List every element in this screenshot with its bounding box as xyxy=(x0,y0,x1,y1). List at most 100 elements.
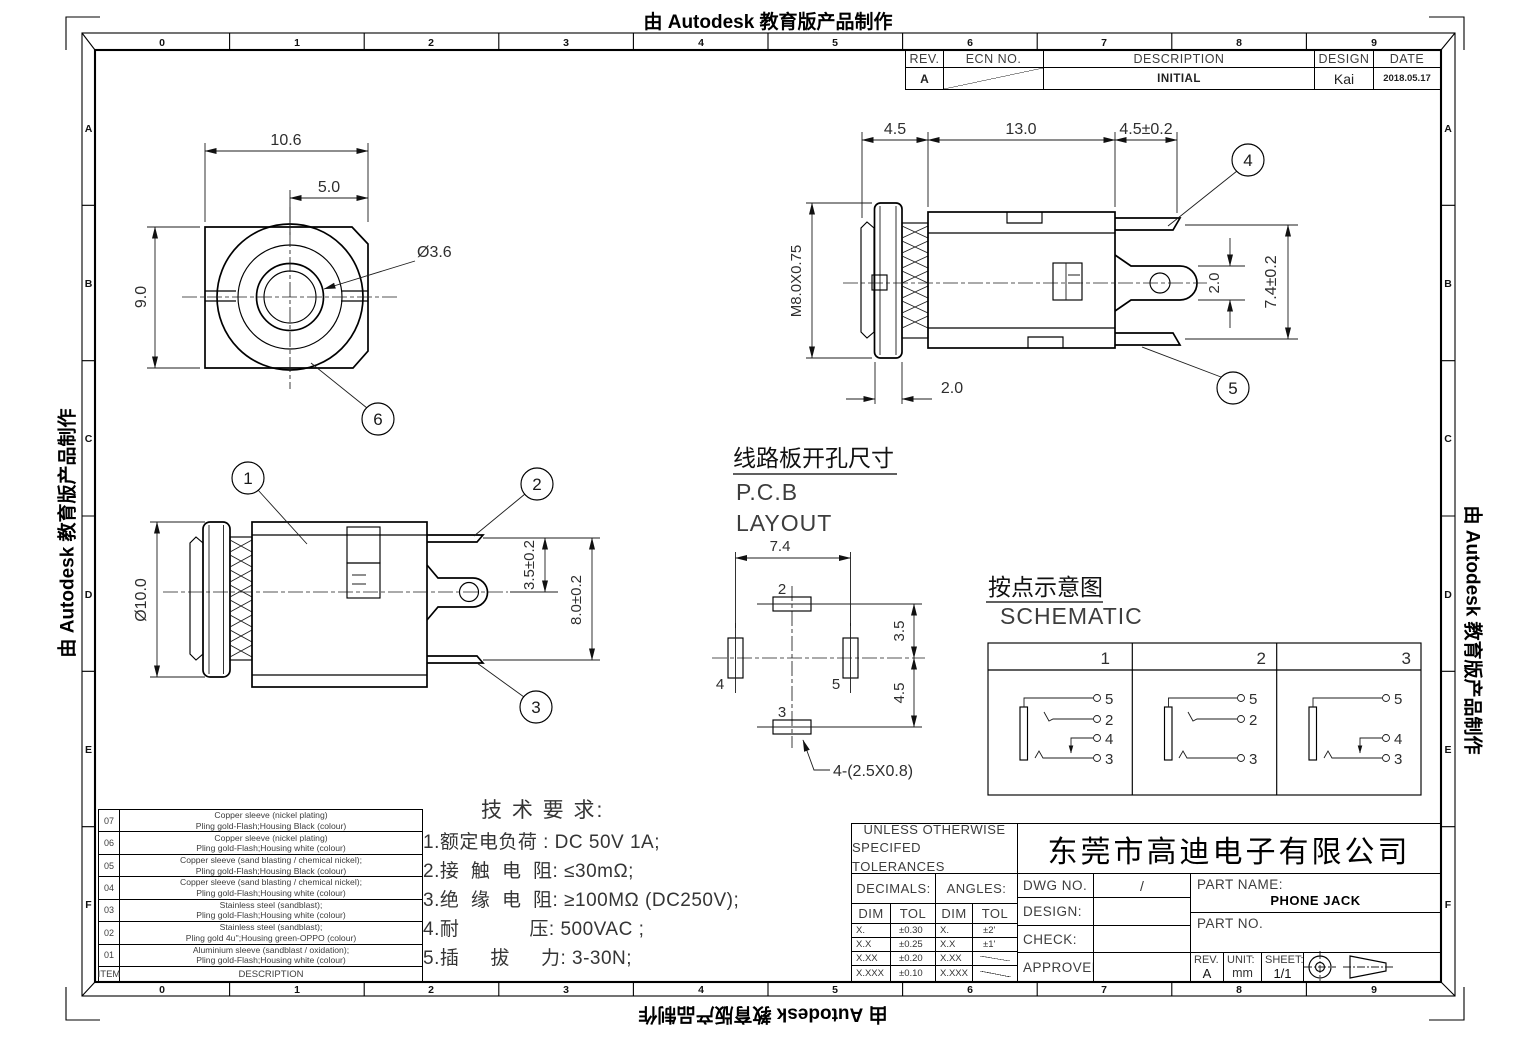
ruler-number: 3 xyxy=(563,37,569,49)
ruler-letter: B xyxy=(85,278,93,290)
item-desc-line: Pling gold 4u'';Housing green-OPPO (colo… xyxy=(185,932,357,943)
company-name: 东莞市高迪电子有限公司 xyxy=(1018,824,1440,874)
tol-dim: X.XX xyxy=(936,952,973,966)
sheet-label: SHEET: xyxy=(1265,954,1304,966)
dim-panel-span: 7.4±0.2 xyxy=(1263,255,1280,308)
schematic-col-2: 2 xyxy=(1257,649,1266,668)
terminal-2: 2 xyxy=(1249,712,1257,729)
watermark-right: 由 Autodesk 教育版产品制作 xyxy=(1461,505,1483,755)
panel-view: 4.5 13.0 4.5±0.2 M8.0X0.75 2.0 2.0 7.4±0… xyxy=(788,121,1298,405)
pcb-pad-2: 2 xyxy=(778,581,786,598)
schematic: 按点示意图 SCHEMATIC 1 2 3 5 2 4 3 xyxy=(986,574,1422,796)
sheet-value: 1/1 xyxy=(1273,966,1292,981)
balloon-5: 5 xyxy=(1228,379,1237,398)
tol-header: TOL xyxy=(973,904,1018,924)
part-no-label: PART NO. xyxy=(1197,916,1264,931)
ruler-number: 3 xyxy=(563,984,569,996)
ruler-number: 2 xyxy=(428,37,434,49)
item-no: 07 xyxy=(99,810,120,832)
design-header: DESIGN xyxy=(1315,50,1374,68)
rev-value: A xyxy=(1202,966,1212,981)
dim-panel-thread-length: 4.5 xyxy=(884,121,906,138)
dim-front-height: 9.0 xyxy=(133,286,150,308)
dim-front-width: 10.6 xyxy=(270,132,301,149)
terminal-3: 3 xyxy=(1105,751,1113,768)
tol-dim: X.XXX xyxy=(852,966,891,981)
description-value: INITIAL xyxy=(1044,68,1315,89)
schematic-title-cn: 按点示意图 xyxy=(988,574,1103,600)
dim-panel-pin-length: 4.5±0.2 xyxy=(1119,121,1172,138)
approved-value xyxy=(1094,953,1191,981)
schematic-panel-2: 5 2 3 xyxy=(1163,691,1257,768)
terminal-5: 5 xyxy=(1394,691,1402,708)
table-footer: ITEM DESCRIPTION xyxy=(97,966,422,982)
table-row: 01 Aluminium sleeve (sandblast / oxidati… xyxy=(99,944,422,967)
date-header: DATE xyxy=(1374,50,1440,68)
corner-mark xyxy=(1429,987,1465,1021)
table-row: 03 Stainless steel (sandblast);Pling gol… xyxy=(99,899,422,923)
tech-item: 5.插 拔 力: 3-30N; xyxy=(423,948,633,969)
dim-side-span: 8.0±0.2 xyxy=(568,575,585,625)
dim-panel-body-length: 13.0 xyxy=(1005,121,1036,138)
tolerance-note-line2: SPECIFED TOLERANCES xyxy=(852,840,945,874)
unit-value: mm xyxy=(1232,966,1253,980)
front-view: 10.6 5.0 9.0 Ø3.6 6 xyxy=(133,132,452,436)
item-no: 02 xyxy=(99,922,120,944)
tol-dim: X.XXX xyxy=(936,966,973,981)
tol-value: ±0.20 xyxy=(891,952,936,966)
item-desc-line: Copper sleeve (nickel plating) xyxy=(214,810,328,821)
watermark-top: 由 Autodesk 教育版产品制作 xyxy=(643,12,893,33)
tolerance-note: UNLESS OTHERWISE SPECIFED TOLERANCES xyxy=(852,824,1018,874)
drawing-border: 0 1 2 3 4 5 6 7 8 9 0 1 2 3 4 5 6 7 8 9 … xyxy=(65,16,1465,1021)
tech-item: 2.接 触 电 阻: ≤30mΩ; xyxy=(423,861,634,882)
dim-front-hole: Ø3.6 xyxy=(417,244,452,261)
item-desc-line: Pling gold-Flash;Housing white (colour) xyxy=(196,843,346,854)
corner-mark xyxy=(1429,16,1465,50)
dim-header: DIM xyxy=(936,904,973,924)
item-table: 07 Copper sleeve (nickel plating) Pling g… xyxy=(98,809,423,983)
tech-item: 3.绝 缘 电 阻: ≥100MΩ (DC250V); xyxy=(423,890,740,911)
ruler-number: 0 xyxy=(159,984,165,996)
ruler-letter: C xyxy=(1444,433,1452,445)
schematic-panel-1: 5 2 4 3 xyxy=(1019,691,1113,768)
check-label: CHECK: xyxy=(1018,926,1094,953)
pcb-title-cn: 线路板开孔尺寸 xyxy=(733,445,894,471)
ruler-letter: B xyxy=(1444,278,1452,290)
part-no-cell: PART NO. xyxy=(1191,913,1440,953)
title-block: UNLESS OTHERWISE SPECIFED TOLERANCES 东莞市… xyxy=(851,823,1441,983)
ruler-number: 4 xyxy=(698,37,704,49)
dim-side-diameter: Ø10.0 xyxy=(133,578,150,622)
schematic-title-en: SCHEMATIC xyxy=(1000,603,1143,629)
unit-label: UNIT: xyxy=(1227,954,1255,966)
balloon-1: 1 xyxy=(243,469,252,488)
item-desc-line: Aluminium sleeve (sandblast / oxidation)… xyxy=(192,944,350,955)
pcb-pad-4: 4 xyxy=(716,676,724,693)
check-value xyxy=(1094,926,1191,953)
item-header: ITEM xyxy=(97,966,121,982)
tol-value: ±0.25 xyxy=(891,938,936,952)
balloon-2: 2 xyxy=(532,475,541,494)
tol-header: TOL xyxy=(891,904,936,924)
design-value xyxy=(1094,898,1191,926)
ruler-letter: D xyxy=(85,589,93,601)
ecn-header: ECN NO. xyxy=(944,50,1044,68)
terminal-4: 4 xyxy=(1394,731,1402,748)
table-row: 04 Copper sleeve (sand blasting / chemic… xyxy=(99,877,422,900)
pcb-dim-top: 3.5 xyxy=(891,621,908,642)
ruler-letter: A xyxy=(1444,123,1452,135)
ruler-letter: F xyxy=(85,899,92,911)
table-row: 05 Copper sleeve (sand blasting / chemic… xyxy=(99,854,422,878)
schematic-col-1: 1 xyxy=(1101,649,1110,668)
ruler-number: 9 xyxy=(1371,37,1377,49)
dim-panel-pin-gap: 2.0 xyxy=(1206,273,1223,294)
pcb-layout: 线路板开孔尺寸 P.C.B LAYOUT 7.4 2 4 5 3 3.5 4.5… xyxy=(712,445,925,780)
balloon-4: 4 xyxy=(1243,151,1252,170)
pcb-title-en2: LAYOUT xyxy=(736,510,832,536)
decimals-header: DECIMALS: xyxy=(852,874,936,904)
item-desc-line: Pling gold-Flash;Housing white (colour) xyxy=(196,887,346,898)
ruler-letter: D xyxy=(1444,589,1452,601)
corner-mark xyxy=(65,16,100,50)
part-name-cell: PART NAME: PHONE JACK xyxy=(1191,874,1440,913)
terminal-5: 5 xyxy=(1249,691,1257,708)
item-desc-line: Stainless steel (sandblast); xyxy=(219,899,323,910)
